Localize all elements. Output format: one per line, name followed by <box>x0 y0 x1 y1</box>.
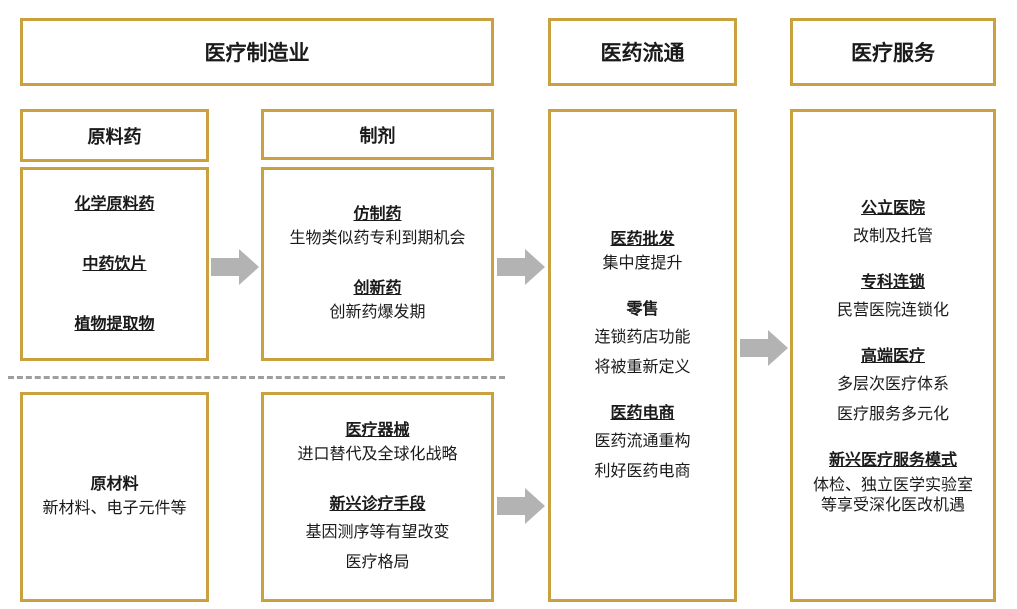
header-api: 原料药 <box>20 109 209 162</box>
header-distribution-label: 医药流通 <box>600 41 685 65</box>
ecommerce-desc-1: 医药流通重构 <box>594 430 691 450</box>
header-formulation-label: 制剂 <box>359 125 396 147</box>
highend-desc-2: 医疗服务多元化 <box>836 403 949 423</box>
header-distribution: 医药流通 <box>548 18 737 86</box>
devices-desc: 进口替代及全球化战略 <box>297 444 458 463</box>
devices-box: 医疗器械 进口替代及全球化战略 新兴诊疗手段 基因测序等有望改变 医疗格局 <box>261 392 494 602</box>
section-divider <box>8 376 505 379</box>
wholesale-desc: 集中度提升 <box>602 252 683 272</box>
retail-desc-2: 将被重新定义 <box>594 356 691 376</box>
header-services: 医疗服务 <box>790 18 996 86</box>
api-item-plant-extract: 植物提取物 <box>74 314 155 333</box>
api-item-tcm: 中药饮片 <box>82 254 147 273</box>
public-hospital-title: 公立医院 <box>860 197 925 217</box>
formulation-box: 仿制药 生物类似药专利到期机会 创新药 创新药爆发期 <box>261 167 494 361</box>
header-services-label: 医疗服务 <box>851 41 935 65</box>
services-box: 公立医院 改制及托管 专科连锁 民营医院连锁化 高端医疗 多层次医疗体系 医疗服… <box>790 109 996 602</box>
innovative-drug-title: 创新药 <box>353 278 402 297</box>
highend-title: 高端医疗 <box>860 345 925 365</box>
retail-title: 零售 <box>626 298 659 318</box>
ecommerce-desc-2: 利好医药电商 <box>594 460 691 480</box>
api-item-chemical: 化学原料药 <box>74 194 155 213</box>
retail-desc-1: 连锁药店功能 <box>594 326 691 346</box>
emerging-desc-2: 等享受深化医改机遇 <box>820 494 965 514</box>
materials-desc: 新材料、电子元件等 <box>42 498 187 517</box>
distribution-box: 医药批发 集中度提升 零售 连锁药店功能 将被重新定义 医药电商 医药流通重构 … <box>548 109 737 602</box>
emerging-title: 新兴医疗服务模式 <box>828 449 957 469</box>
arrow-devices-to-distribution <box>497 488 545 524</box>
wholesale-title: 医药批发 <box>610 228 675 248</box>
arrow-formulation-to-distribution <box>497 249 545 285</box>
arrow-api-to-formulation <box>211 249 259 285</box>
header-manufacturing: 医疗制造业 <box>20 18 494 86</box>
header-formulation: 制剂 <box>261 109 494 160</box>
generic-drug-title: 仿制药 <box>353 204 402 223</box>
specialty-chain-title: 专科连锁 <box>860 271 925 291</box>
generic-drug-desc: 生物类似药专利到期机会 <box>289 228 466 247</box>
innovative-drug-desc: 创新药爆发期 <box>329 302 426 321</box>
materials-title: 原材料 <box>90 474 139 493</box>
devices-title: 医疗器械 <box>345 420 410 439</box>
header-manufacturing-label: 医疗制造业 <box>204 41 310 65</box>
diagnostics-desc-2: 医疗格局 <box>345 552 410 571</box>
public-hospital-desc: 改制及托管 <box>852 225 933 245</box>
api-box: 化学原料药 中药饮片 植物提取物 <box>20 167 209 361</box>
specialty-chain-desc: 民营医院连锁化 <box>836 299 949 319</box>
diagnostics-title: 新兴诊疗手段 <box>329 494 426 513</box>
materials-box: 原材料 新材料、电子元件等 <box>20 392 209 602</box>
ecommerce-title: 医药电商 <box>610 402 675 422</box>
highend-desc-1: 多层次医疗体系 <box>836 373 949 393</box>
arrow-distribution-to-services <box>740 330 788 366</box>
diagnostics-desc-1: 基因测序等有望改变 <box>305 522 450 541</box>
emerging-desc-1: 体检、独立医学实验室 <box>812 474 973 494</box>
header-api-label: 原料药 <box>87 126 142 148</box>
